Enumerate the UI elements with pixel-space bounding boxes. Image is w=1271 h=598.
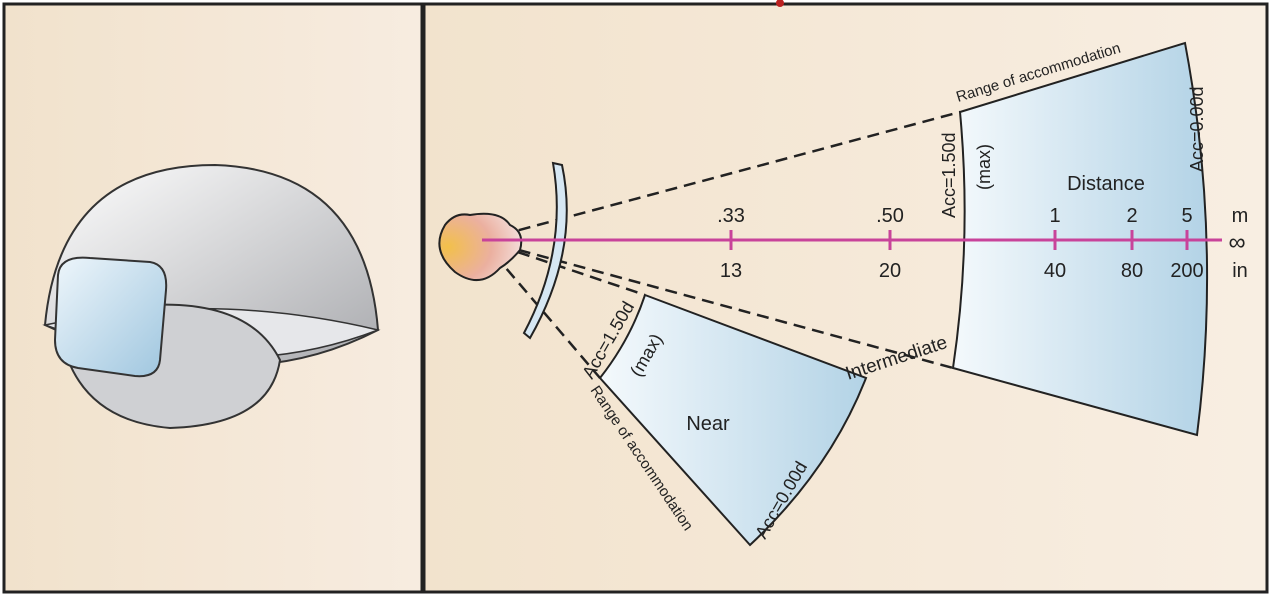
tick-label-m: 1 bbox=[1049, 205, 1060, 227]
tick-label-in: 13 bbox=[720, 260, 742, 282]
tick-label-in: 80 bbox=[1121, 260, 1143, 282]
tick-label-m: .33 bbox=[717, 205, 745, 227]
near-label: Near bbox=[686, 413, 730, 435]
dist-acc-min-label: Acc=0.00d bbox=[1187, 86, 1207, 172]
tick-label-m: 5 bbox=[1181, 205, 1192, 227]
axis-ticks: .33 13 .50 20 1 40 2 80 5 200 bbox=[717, 205, 1204, 282]
distance-label: Distance bbox=[1067, 173, 1145, 195]
eye-icon bbox=[438, 212, 523, 281]
tick-label-m: 2 bbox=[1126, 205, 1137, 227]
dist-max-label: (max) bbox=[974, 144, 994, 190]
near-zone bbox=[598, 293, 868, 547]
tick-label-in: 200 bbox=[1170, 260, 1203, 282]
tick-label-m: .50 bbox=[876, 205, 904, 227]
red-mark bbox=[776, 0, 784, 7]
unit-in: in bbox=[1232, 260, 1248, 282]
lens-icon bbox=[522, 161, 568, 340]
unit-m: m bbox=[1232, 205, 1249, 227]
helmet-illustration bbox=[42, 163, 381, 430]
dist-acc-max-label: Acc=1.50d bbox=[939, 132, 959, 218]
infinity-label: ∞ bbox=[1228, 229, 1245, 256]
tick-label-in: 40 bbox=[1044, 260, 1066, 282]
tick-label-in: 20 bbox=[879, 260, 901, 282]
